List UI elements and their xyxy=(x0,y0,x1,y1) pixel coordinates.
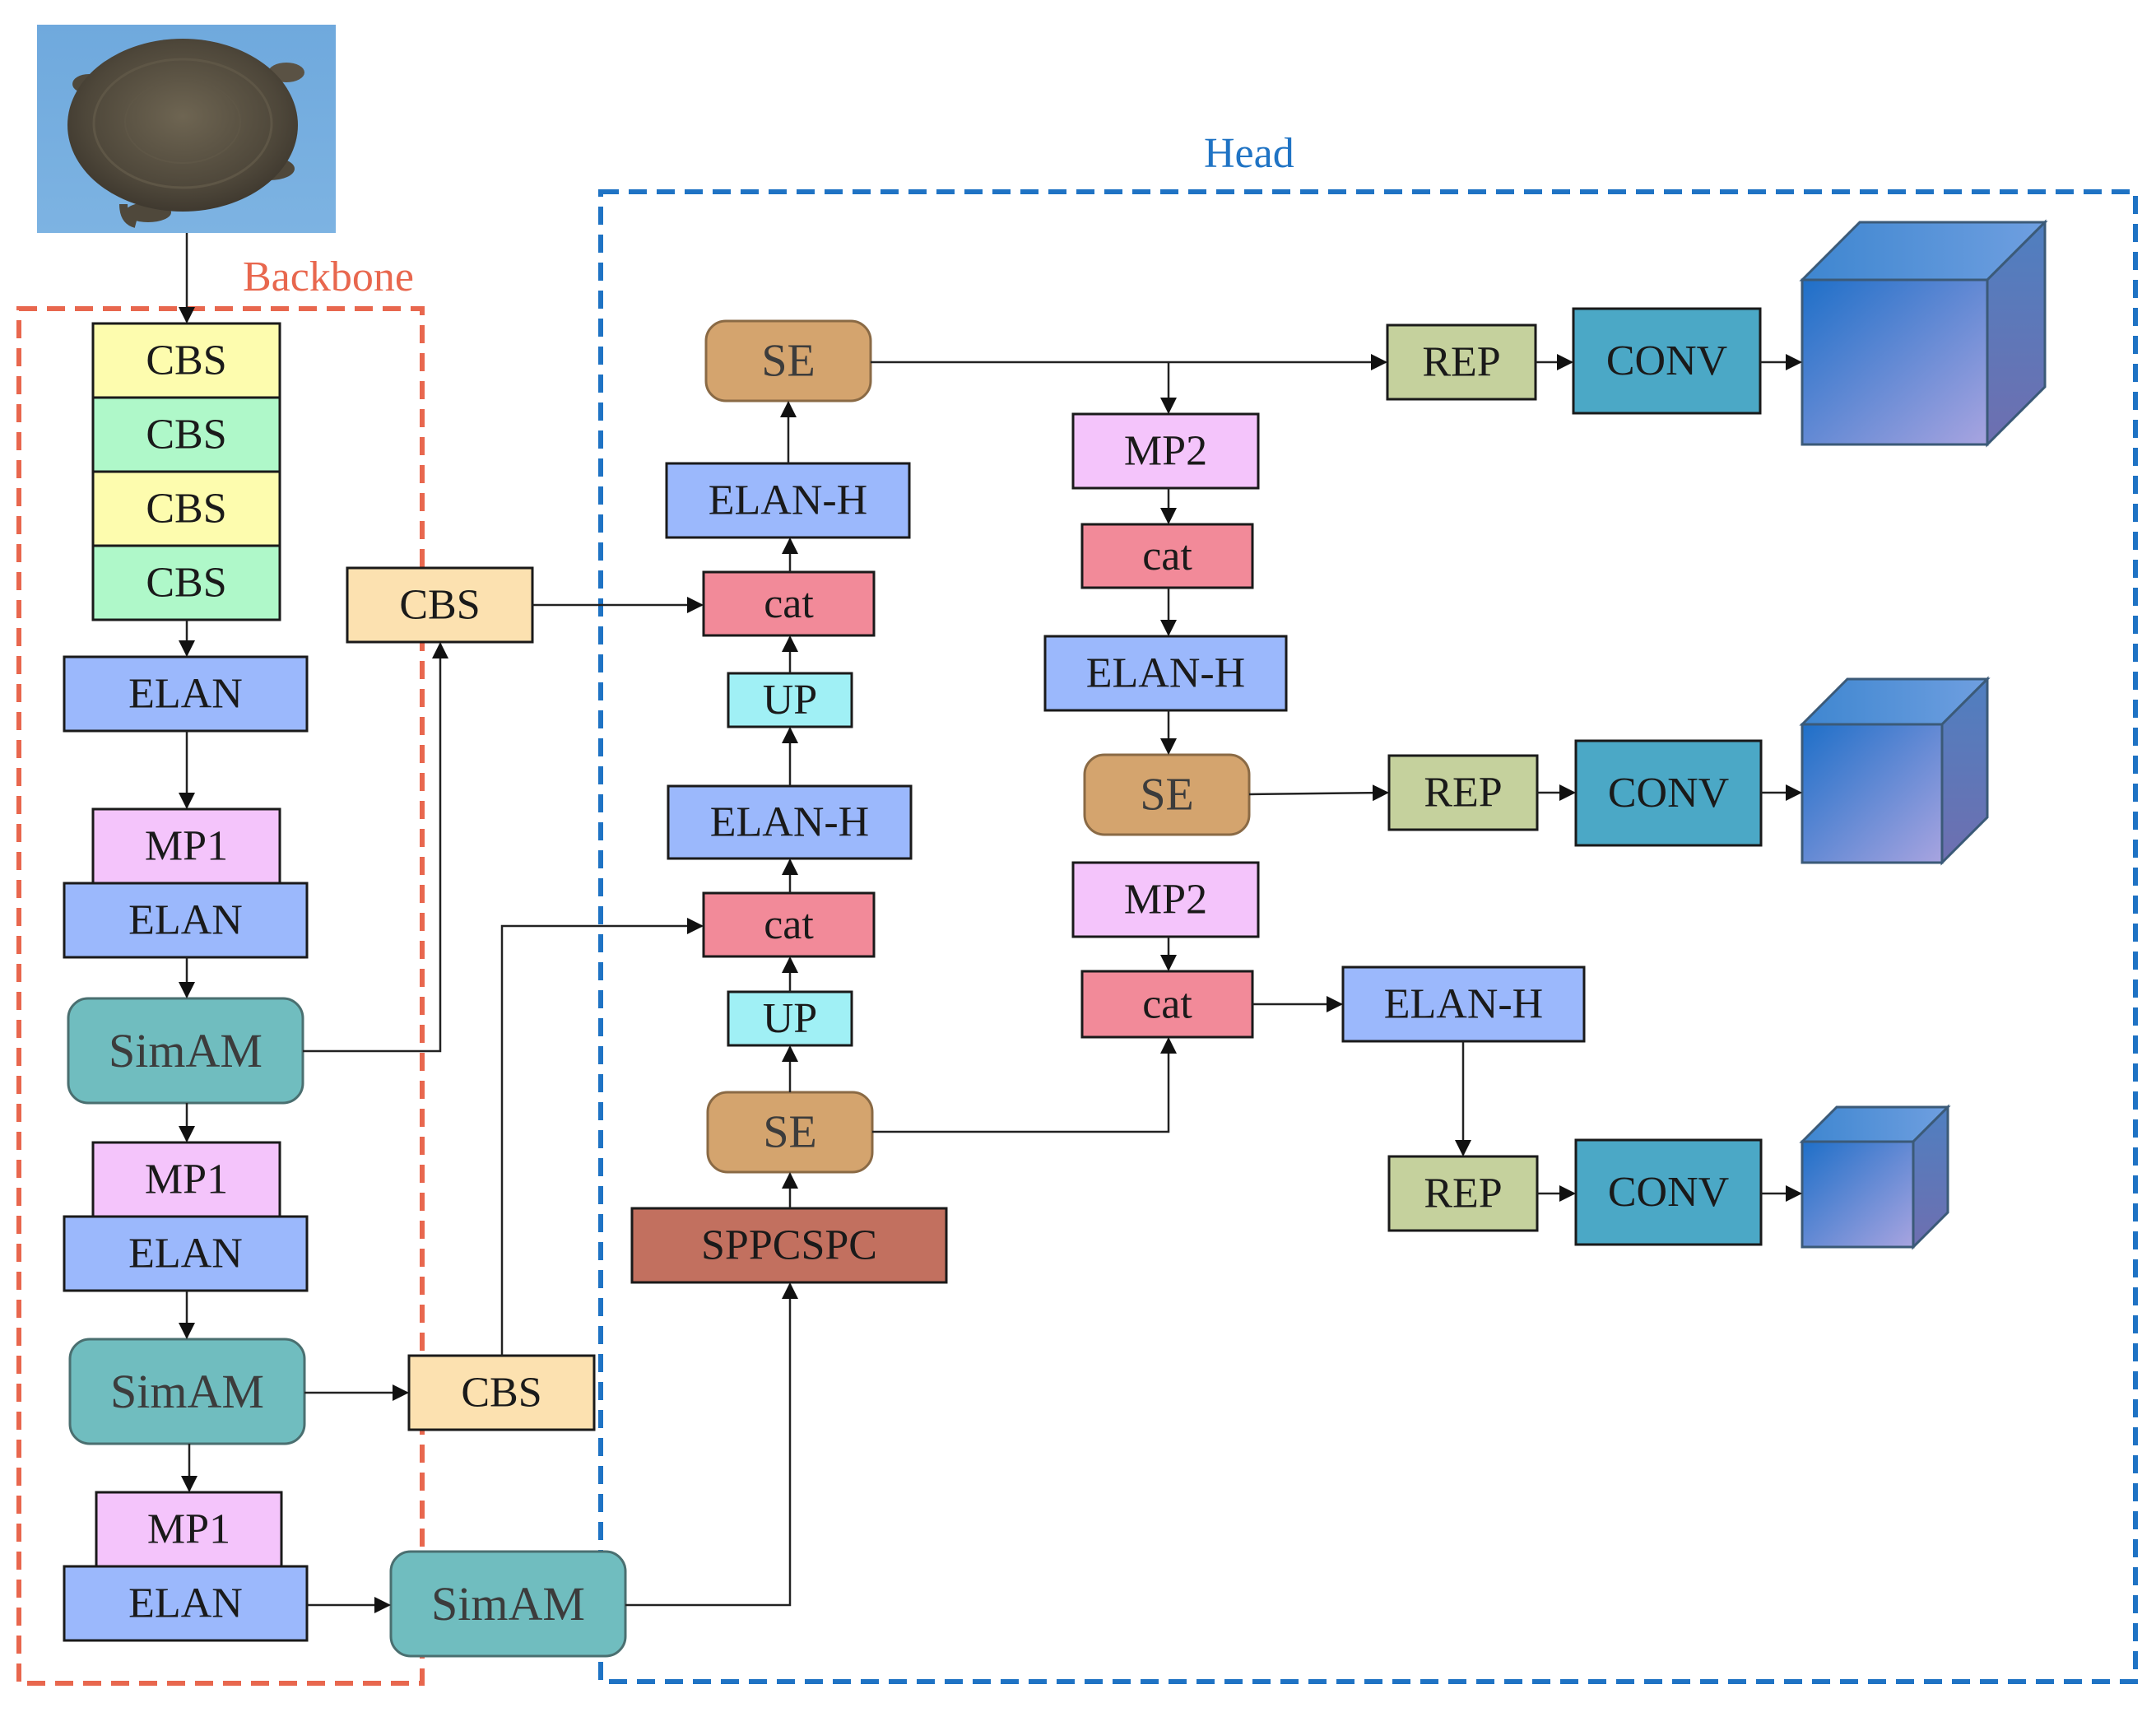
b-simam2-label: SimAM xyxy=(110,1365,264,1418)
elanh1-label: ELAN-H xyxy=(709,477,868,524)
b-elan2-label: ELAN xyxy=(128,897,243,944)
edge-cbs-lower-to-cat2 xyxy=(500,918,704,1356)
b-mp1b-node: MP1 xyxy=(91,1141,281,1218)
rep3-label: REP xyxy=(1424,1170,1502,1217)
cbs-upper-node: CBS xyxy=(346,566,534,644)
b-elan4-node: ELAN xyxy=(63,1565,309,1642)
conv1-node: CONV xyxy=(1572,307,1762,415)
elanh4-label: ELAN-H xyxy=(1384,981,1544,1028)
se-top-label: SE xyxy=(761,336,815,387)
b-cbs1-node: CBS xyxy=(91,322,281,399)
elanh2-label: ELAN-H xyxy=(710,799,870,846)
cat2-node: cat xyxy=(702,891,876,958)
se-top-node: SE xyxy=(704,319,872,402)
medium-scale-output xyxy=(1799,676,1991,866)
b-cbs3-label: CBS xyxy=(146,486,226,533)
cbs-lower-label: CBS xyxy=(461,1370,541,1417)
elanh1-node: ELAN-H xyxy=(665,462,911,539)
simam3-node: SimAM xyxy=(389,1550,627,1658)
b-elan3-node: ELAN xyxy=(63,1215,309,1292)
up1-node: UP xyxy=(727,672,853,728)
se-mid-label: SE xyxy=(1140,770,1193,821)
backbone-label: Backbone xyxy=(243,254,414,300)
b-cbs2-label: CBS xyxy=(146,412,226,458)
b-elan3-label: ELAN xyxy=(128,1231,243,1277)
b-mp1c-node: MP1 xyxy=(95,1491,283,1568)
elanh3-label: ELAN-H xyxy=(1086,650,1246,697)
b-mp1a-label: MP1 xyxy=(145,823,228,870)
se-bottom-node: SE xyxy=(706,1091,874,1174)
b-simam1-label: SimAM xyxy=(109,1024,263,1077)
rep1-node: REP xyxy=(1386,323,1537,401)
b-elan2-node: ELAN xyxy=(63,882,309,959)
elanh4-node: ELAN-H xyxy=(1341,966,1586,1043)
elanh2-node: ELAN-H xyxy=(667,784,913,860)
rep1-label: REP xyxy=(1422,339,1500,386)
conv3-node: CONV xyxy=(1574,1138,1763,1246)
edge-simam3-to-sppcspc xyxy=(625,1282,798,1607)
cat2-label: cat xyxy=(764,901,814,948)
up2-label: UP xyxy=(763,995,817,1042)
cbs-lower-node: CBS xyxy=(407,1354,596,1431)
cat3-node: cat xyxy=(1080,523,1254,589)
b-elan4-label: ELAN xyxy=(128,1580,243,1627)
conv1-label: CONV xyxy=(1606,337,1727,384)
mp2a-label: MP2 xyxy=(1124,428,1207,475)
b-cbs2-node: CBS xyxy=(91,396,281,473)
sppcspc-label: SPPCSPC xyxy=(701,1222,877,1269)
input-image xyxy=(37,25,336,233)
se-mid-node: SE xyxy=(1083,753,1251,836)
b-mp1c-label: MP1 xyxy=(147,1506,230,1553)
simam3-label: SimAM xyxy=(431,1577,585,1631)
large-scale-output xyxy=(1799,219,2048,448)
mp2a-node: MP2 xyxy=(1071,412,1260,490)
se-bottom-label: SE xyxy=(763,1107,816,1158)
up2-node: UP xyxy=(727,990,853,1047)
b-cbs3-node: CBS xyxy=(91,470,281,547)
elanh3-node: ELAN-H xyxy=(1043,635,1288,712)
conv2-label: CONV xyxy=(1608,770,1729,817)
mp2b-label: MP2 xyxy=(1124,877,1207,924)
b-elan1-label: ELAN xyxy=(128,671,243,718)
head-region xyxy=(598,189,2138,1684)
sppcspc-node: SPPCSPC xyxy=(630,1207,948,1284)
mp2b-node: MP2 xyxy=(1071,861,1260,938)
cat1-node: cat xyxy=(702,570,876,637)
cat3-label: cat xyxy=(1142,533,1192,579)
edge-simam1-to-cbs-upper xyxy=(303,642,448,1053)
backbone-region xyxy=(16,306,425,1686)
conv3-label: CONV xyxy=(1608,1169,1729,1216)
rep2-label: REP xyxy=(1424,770,1502,817)
b-elan1-node: ELAN xyxy=(63,655,309,733)
b-mp1b-label: MP1 xyxy=(145,1156,228,1203)
b-simam2-node: SimAM xyxy=(68,1338,306,1445)
cbs-upper-label: CBS xyxy=(399,582,480,629)
cat1-label: cat xyxy=(764,580,814,627)
b-cbs1-label: CBS xyxy=(146,337,226,384)
conv2-node: CONV xyxy=(1574,739,1763,847)
edge-se-mid-to-rep2 xyxy=(1248,784,1389,802)
cat4-node: cat xyxy=(1080,970,1254,1039)
head-label: Head xyxy=(1204,130,1294,177)
edge-se-bottom-to-cat4 xyxy=(872,1037,1177,1133)
b-cbs4-node: CBS xyxy=(91,544,281,621)
b-cbs4-label: CBS xyxy=(146,560,226,607)
cat4-label: cat xyxy=(1142,981,1192,1028)
b-simam1-node: SimAM xyxy=(67,997,304,1105)
rep2-node: REP xyxy=(1387,754,1539,831)
b-mp1a-node: MP1 xyxy=(91,807,281,885)
rep3-node: REP xyxy=(1387,1155,1539,1232)
small-scale-output xyxy=(1799,1104,1951,1250)
up1-label: UP xyxy=(763,677,817,724)
